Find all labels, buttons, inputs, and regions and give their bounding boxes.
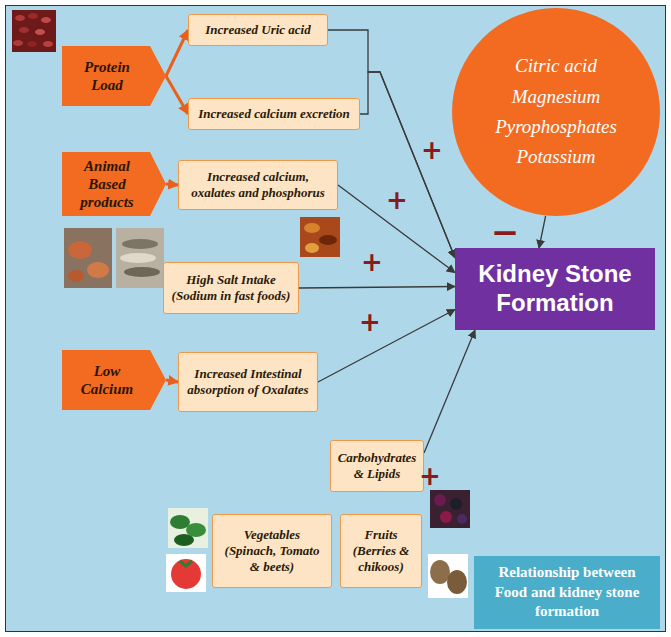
bracket-connector: [360, 72, 455, 258]
panel-ground: [6, 6, 666, 632]
cause-arrow-box: Protein Load: [62, 46, 166, 106]
arrow-shape: [62, 46, 166, 106]
chikoo-photo: [428, 554, 468, 598]
node-text: Kidney Stone Formation: [465, 260, 645, 318]
arrow-connector: [166, 184, 178, 185]
food-box: Fruits (Berries & chikoos): [340, 514, 422, 588]
spinach-photo: [168, 508, 208, 548]
arrow-connector: [338, 185, 455, 273]
node-text: Increased Uric acid: [205, 22, 310, 38]
factor-box: High Salt Intake (Sodium in fast foods): [163, 262, 299, 314]
cause-arrow-box: Low Calcium: [62, 350, 166, 410]
bracket-connector: [328, 30, 455, 258]
effect-box: Increased calcium excretion: [188, 98, 360, 130]
arrow-shape: [62, 350, 166, 410]
effect-box: Increased Uric acid: [188, 14, 328, 46]
circle-shape: [452, 8, 660, 216]
arrow-connector: [299, 287, 455, 289]
crab-photo: [64, 228, 112, 288]
arrow-fill: [62, 46, 166, 106]
inhibitor-circle: Citric acid Magnesium Pyrophosphates Pot…: [452, 8, 660, 216]
arrow-connector: [166, 76, 188, 114]
sign-mark: +: [361, 249, 383, 275]
arrow-fill: [62, 152, 166, 216]
sign-mark: +: [386, 187, 408, 213]
effect-box: Increased Intestinal absorption of Oxala…: [178, 352, 318, 412]
cause-arrow-box: Animal Based products: [62, 152, 166, 216]
node-text: Low Calcium: [68, 362, 146, 398]
node-text: Citric acid Magnesium Pyrophosphates Pot…: [481, 51, 631, 173]
arrow-connector: [539, 216, 546, 248]
food-box: Vegetables (Spinach, Tomato & beets): [212, 514, 332, 588]
node-text: Vegetables (Spinach, Tomato & beets): [219, 527, 325, 576]
arrow-connector: [318, 310, 455, 383]
circle-fill: [452, 8, 660, 216]
node-text: Relationship between Food and kidney sto…: [482, 563, 652, 622]
arrow-fill: [62, 350, 166, 410]
tomato-photo: [166, 554, 206, 592]
sign-mark: −: [491, 215, 520, 249]
node-text: Carbohydrates & Lipids: [337, 450, 417, 483]
arrow-connector: [166, 380, 178, 382]
sign-mark: +: [359, 309, 381, 335]
caption-box: Relationship between Food and kidney sto…: [474, 556, 660, 629]
sign-mark: +: [419, 463, 441, 489]
node-text: Increased Intestinal absorption of Oxala…: [185, 366, 311, 399]
berries-photo: [430, 490, 470, 528]
factor-box: Carbohydrates & Lipids: [330, 440, 424, 492]
node-text: High Salt Intake (Sodium in fast foods): [170, 272, 292, 305]
node-text: Increased calcium excretion: [198, 106, 350, 122]
outcome-box: Kidney Stone Formation: [455, 248, 655, 330]
node-text: Increased calcium, oxalates and phosphor…: [185, 169, 331, 202]
node-text: Animal Based products: [68, 157, 146, 211]
beans-photo: [12, 10, 56, 52]
fried-food-photo: [300, 217, 340, 257]
node-text: Fruits (Berries & chikoos): [347, 527, 415, 576]
arrow-connector: [424, 330, 475, 453]
arrow-connector: [166, 30, 188, 76]
effect-box: Increased calcium, oxalates and phosphor…: [178, 160, 338, 210]
fish-photo: [116, 228, 164, 288]
sign-mark: +: [421, 137, 443, 163]
node-text: Protein Load: [68, 58, 146, 94]
